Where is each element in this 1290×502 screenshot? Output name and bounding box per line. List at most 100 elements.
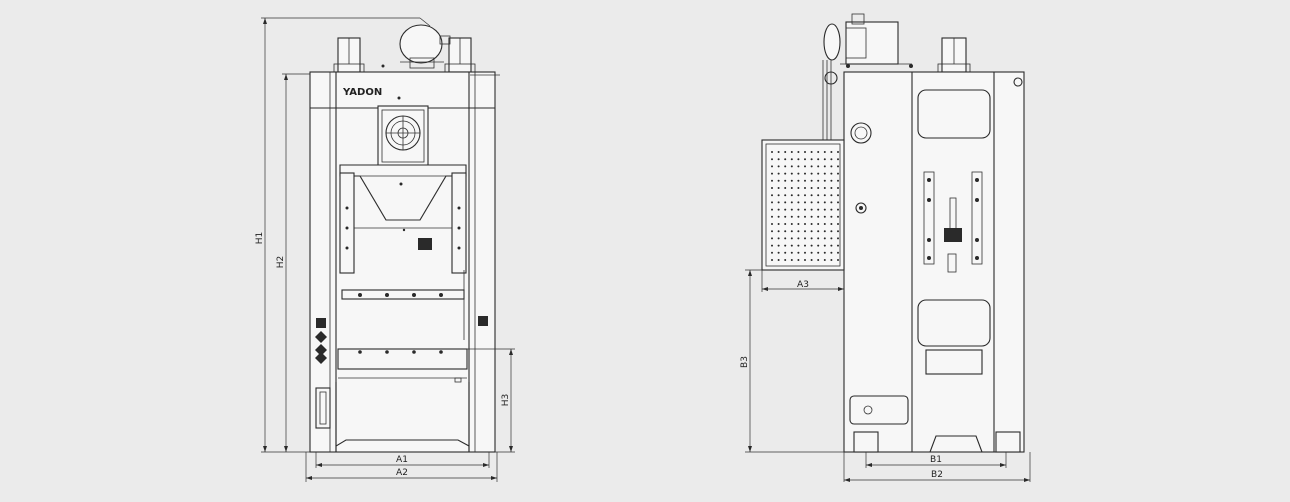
dim-a2-label: A2 [396,468,408,478]
grid-dot [771,251,773,254]
brand-logo: YADON [342,87,382,98]
grid-dot [771,187,773,189]
grid-dot [830,165,833,168]
grid-dot [777,165,780,168]
grid-dot [823,244,826,247]
grid-dot [810,172,813,175]
grid-dot [810,208,813,211]
grid-dot [784,194,787,197]
grid-dot [777,194,780,197]
front-vertical-dimensions [261,17,431,453]
grid-dot [771,223,773,225]
grid-dot [804,230,806,233]
grid-dot [784,187,787,189]
grid-dot [777,172,780,175]
grid-dot [817,172,820,175]
grid-dot [817,179,820,182]
grid-dot [823,194,826,197]
grid-dot [837,179,839,182]
grid-dot [830,179,833,182]
grid-dot [810,179,813,182]
side-top-cylinder [937,37,971,73]
grid-dot [817,215,820,218]
grid-dot [810,194,813,197]
front-upper-plate [341,270,465,340]
grid-dot [804,208,806,211]
grid-dot [837,251,839,254]
grid-dot [837,201,839,204]
grid-dot [837,151,839,153]
grid-dot [837,259,839,261]
grid-dot [784,215,787,218]
grid-dot [771,179,773,182]
side-flywheel-hub [850,122,872,144]
front-left-controls [315,316,488,429]
grid-dot [797,237,800,240]
grid-dot [771,201,773,204]
front-view: H1 H2 YADON [255,17,515,482]
grid-dot [804,158,806,161]
grid-dot [830,230,833,233]
grid-dot [790,215,793,218]
grid-dot [830,244,833,247]
grid-dot [777,215,780,218]
grid-dot [790,259,793,261]
grid-dot [810,165,813,168]
side-lower-window [849,395,909,425]
side-belt [822,60,838,140]
grid-dot [830,187,833,189]
dim-h2-label: H2 [276,256,286,269]
grid-dot [784,259,787,261]
front-h3-dimension [467,348,515,453]
grid-dot [784,165,787,168]
grid-dot [804,194,806,197]
grid-dot [797,194,800,197]
grid-dot [810,230,813,233]
grid-dot [790,223,793,225]
side-motor [823,13,913,68]
grid-dot [837,237,839,240]
grid-dot [817,151,820,153]
grid-dot [837,230,839,233]
grid-dot [823,230,826,233]
grid-dot [790,172,793,175]
grid-dot [804,151,806,153]
grid-dot [784,158,787,161]
dim-a3-label: A3 [797,280,809,290]
grid-dot [784,172,787,175]
grid-dot [797,208,800,211]
grid-dot [804,179,806,182]
grid-dot [790,230,793,233]
grid-dot [790,237,793,240]
grid-dot [823,158,826,161]
grid-dot [797,165,800,168]
grid-dot [777,201,780,204]
grid-dot [777,251,780,254]
grid-dot [771,259,773,261]
dim-h1-label: H1 [255,232,265,245]
side-view: A3 B3 B1 B2 [740,13,1031,482]
grid-dot [817,223,820,225]
side-b3-dimension [745,269,844,453]
grid-dot [777,259,780,261]
grid-dot [823,215,826,218]
grid-dot [777,179,780,182]
grid-dot [784,237,787,240]
grid-dot [790,208,793,211]
grid-dot [804,237,806,240]
grid-dot [823,259,826,261]
grid-dot [837,208,839,211]
grid-dot [817,230,820,233]
grid-dot [790,187,793,189]
grid-dot [830,208,833,211]
grid-dot [804,215,806,218]
grid-dot [804,172,806,175]
grid-dot [804,187,806,189]
dim-b3-label: B3 [740,356,750,368]
grid-dot [830,259,833,261]
grid-dot [777,187,780,189]
dim-b1-label: B1 [930,455,942,465]
dim-h3-label: H3 [501,394,511,407]
front-top-cylinders [333,24,476,73]
side-a3-dimension [761,270,845,292]
